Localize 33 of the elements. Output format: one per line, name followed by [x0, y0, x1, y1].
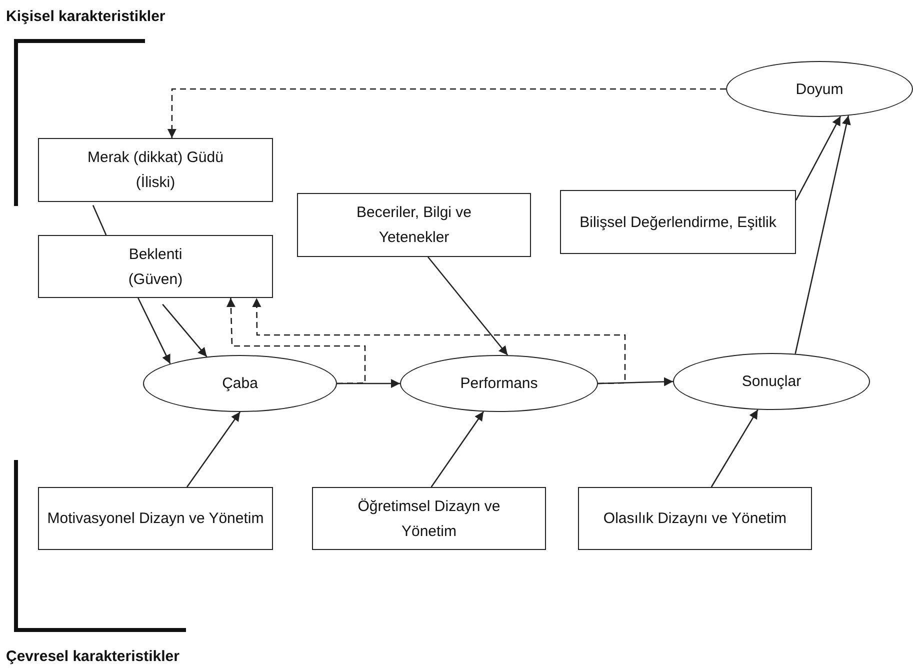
arrow: [710, 409, 758, 488]
arrow: [138, 298, 171, 364]
node-label: Çaba: [222, 374, 258, 394]
node-label: Sonuçlar: [742, 372, 802, 392]
dashed-arrow: [252, 298, 626, 384]
process-box: [38, 235, 273, 298]
process-box: [38, 487, 273, 550]
node-label: Bilişsel Değerlendirme, Eşitlik: [580, 212, 776, 232]
process-box: [297, 193, 531, 257]
arrow: [186, 412, 241, 488]
section-heading: Kişisel karakteristikler: [6, 8, 166, 25]
node-label: Beklenti (Güven): [127, 244, 184, 290]
arrow: [794, 115, 851, 354]
arrow: [795, 116, 842, 200]
process-box: [312, 487, 546, 550]
node-label: Performans: [460, 374, 538, 394]
node-label: Doyum: [796, 80, 844, 100]
process-box: [578, 487, 812, 550]
arrow: [430, 411, 484, 488]
process-box: [38, 138, 273, 202]
section-heading: Çevresel karakteristikler: [6, 648, 180, 665]
arrow: [428, 256, 508, 356]
node-label: Beceriler, Bilgi ve Yetenekler: [355, 203, 473, 248]
node-label: Olasılık Dizaynı ve Yönetim: [603, 509, 787, 529]
process-box: [560, 190, 796, 254]
node-label: Öğretimsel Dizayn ve Yönetim: [356, 496, 502, 542]
arrow: [162, 304, 208, 358]
dashed-arrow: [226, 298, 366, 384]
dashed-arrow: [167, 88, 726, 138]
node-label: Motivasyonel Dizayn ve Yönetim: [47, 509, 264, 529]
node-label: Merak (dikkat) Güdü (İliski): [86, 148, 224, 193]
connector-line: [92, 204, 107, 236]
arrow: [598, 377, 674, 386]
